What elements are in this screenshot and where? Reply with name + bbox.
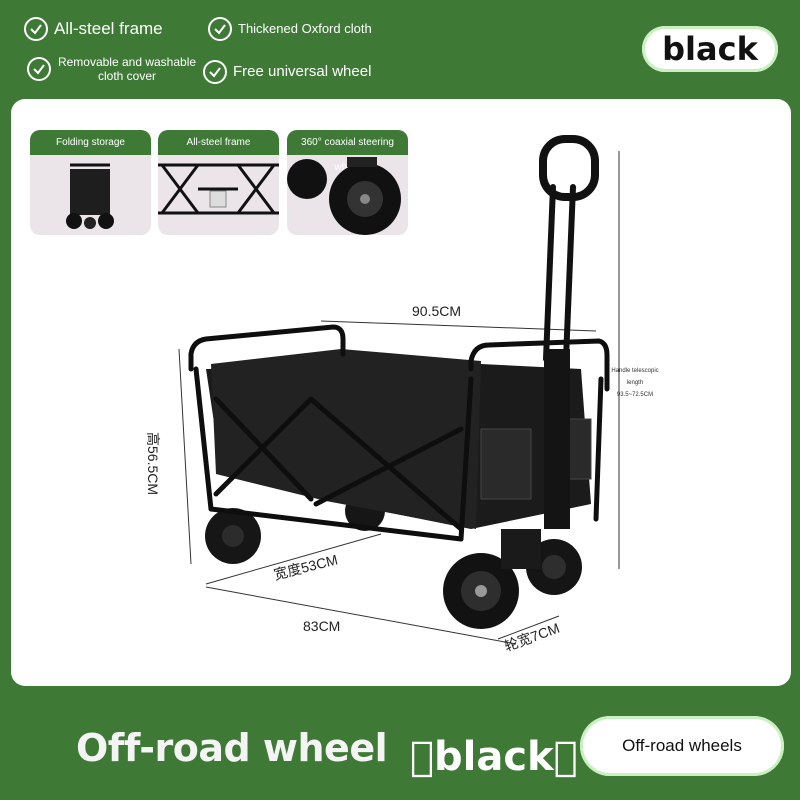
thumbnail-folding-storage[interactable]: Folding storage — [30, 130, 151, 235]
dimension-length-top: 90.5CM — [412, 303, 462, 319]
feature-label: Free universal wheel — [233, 63, 372, 80]
thumbnail-steering-wheel[interactable]: 360° coaxial steering wheel — [287, 130, 408, 235]
color-option-badge[interactable]: black — [642, 26, 778, 72]
feature-oxford-cloth: Thickened Oxford cloth — [208, 17, 372, 41]
feature-washable-cover: Removable and washable cloth cover — [27, 55, 197, 84]
check-icon — [208, 17, 232, 41]
product-image-panel: Folding storage All-steel frame 360° co — [11, 99, 791, 686]
handle-length-note: Handle telescopic length 93.5~72.5CM — [611, 368, 659, 398]
folding-wagon-illustration — [178, 135, 620, 645]
off-road-wheels-button[interactable]: Off-road wheels — [580, 716, 784, 776]
dimension-height: 高56.5CM — [145, 432, 161, 496]
thumbnail-steel-frame[interactable]: All-steel frame — [158, 130, 279, 235]
feature-universal-wheel: Free universal wheel — [203, 60, 371, 84]
thumbnail-label: All-steel frame — [158, 130, 279, 155]
thumbnail-label: 360° coaxial steering wheel — [287, 130, 408, 173]
feature-label: Removable and washable cloth cover — [57, 55, 197, 84]
dimension-length-bottom: 83CM — [303, 618, 341, 634]
check-icon — [24, 17, 48, 41]
feature-label: All-steel frame — [54, 18, 163, 38]
steel-frame-image — [158, 163, 279, 215]
bottom-title: Off-road wheel — [76, 726, 388, 770]
check-icon — [27, 57, 51, 82]
steering-wheel-image — [287, 157, 401, 235]
feature-all-steel-frame: All-steel frame — [24, 17, 163, 41]
thumbnail-label: Folding storage — [30, 130, 151, 155]
check-icon — [203, 60, 227, 84]
bottom-color-label:  black  — [410, 734, 578, 780]
feature-label: Thickened Oxford cloth — [238, 21, 372, 37]
folded-wagon-image — [66, 163, 114, 229]
